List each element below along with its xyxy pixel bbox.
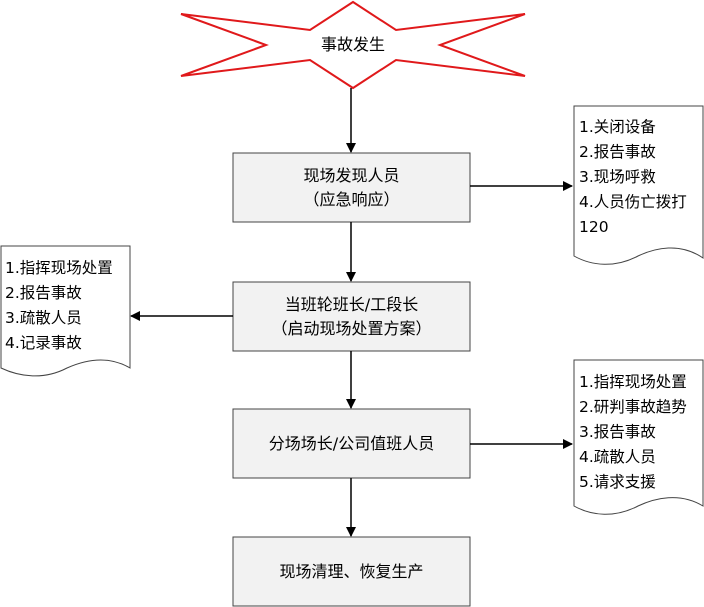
start-label-text: 事故发生 (320, 35, 385, 54)
start-label: 事故发生 (300, 33, 406, 57)
note-item: 2.报告事故 (5, 284, 82, 302)
note-item: 4.疏散人员 (579, 448, 656, 466)
note-item: 4.人员伤亡拨打 (579, 193, 687, 211)
note-item: 5.请求支援 (579, 473, 656, 491)
step1-line1: 现场发现人员 (303, 165, 400, 185)
step-box-shift-leader (232, 281, 471, 352)
note-shape-shift-leader (0, 245, 131, 377)
step-label-shift-leader: 当班轮班长/工段长 （启动现场处置方案） (233, 282, 470, 351)
step4-line1: 现场清理、恢复生产 (279, 561, 424, 581)
note-item: 3.报告事故 (579, 423, 656, 441)
step-label-duty-manager: 分场场长/公司值班人员 (233, 409, 470, 478)
note-item: 4.记录事故 (5, 334, 82, 352)
step-box-recovery (232, 536, 471, 607)
note-item: 1.指挥现场处置 (5, 259, 113, 277)
note-duty-manager: 1.指挥现场处置 2.研判事故趋势 3.报告事故 4.疏散人员 5.请求支援 (579, 370, 687, 495)
note-item: 120 (579, 218, 609, 236)
step3-line1: 分场场长/公司值班人员 (268, 433, 435, 453)
note-shift-leader: 1.指挥现场处置 2.报告事故 3.疏散人员 4.记录事故 (5, 256, 113, 356)
start-star-shape (180, 0, 526, 90)
step2-line1: 当班轮班长/工段长 (284, 294, 419, 314)
note-first-responder: 1.关闭设备 2.报告事故 3.现场呼救 4.人员伤亡拨打 120 (579, 115, 687, 240)
step-label-first-responder: 现场发现人员 （应急响应） (233, 153, 470, 222)
step2-line2: （启动现场处置方案） (271, 318, 432, 338)
note-item: 1.关闭设备 (579, 118, 656, 136)
step-label-recovery: 现场清理、恢复生产 (233, 537, 470, 606)
note-item: 2.报告事故 (579, 143, 656, 161)
note-shape-duty-manager (573, 359, 704, 515)
note-shape-first-responder (573, 105, 704, 265)
step-box-first-responder (232, 152, 471, 223)
step1-line2: （应急响应） (303, 189, 400, 209)
note-item: 2.研判事故趋势 (579, 398, 687, 416)
note-item: 3.疏散人员 (5, 309, 82, 327)
note-item: 3.现场呼救 (579, 168, 656, 186)
note-item: 1.指挥现场处置 (579, 373, 687, 391)
